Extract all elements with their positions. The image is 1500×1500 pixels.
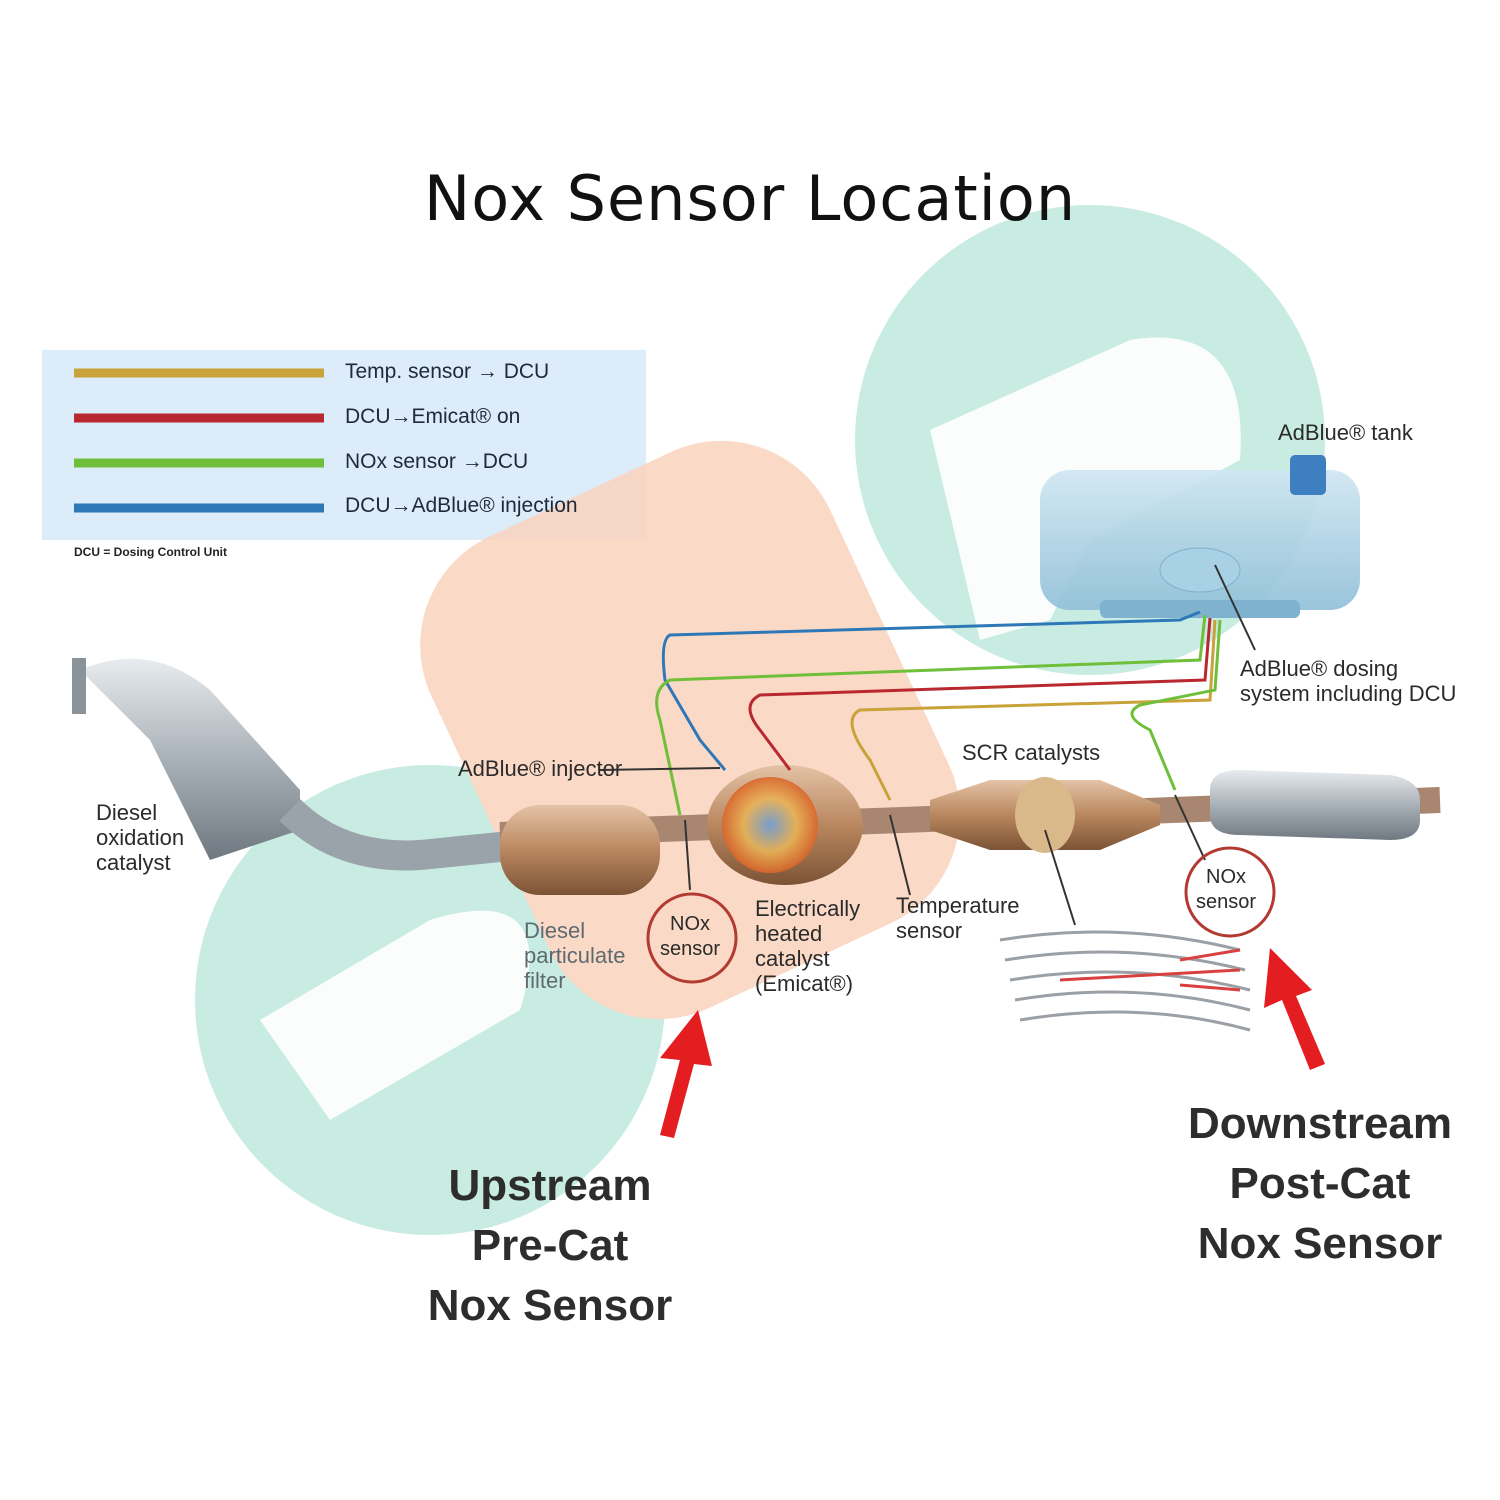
watermark-d-shape <box>260 910 530 1120</box>
label-diesel-oxidation-catalyst: Diesel oxidation catalyst <box>96 800 185 875</box>
label-diesel-particulate-filter: Diesel particulate filter <box>524 918 626 993</box>
page-title: Nox Sensor Location <box>423 162 1077 235</box>
legend-note: DCU = Dosing Control Unit <box>74 545 227 559</box>
label-adblue-injector: AdBlue® injector <box>458 756 623 781</box>
legend-label-temp: Temp. sensor → DCU <box>345 360 550 383</box>
label-adblue-tank: AdBlue® tank <box>1278 420 1413 445</box>
label-nox-sensor-upstream: NOx sensor <box>660 913 721 960</box>
downstream-arrow <box>1264 948 1325 1070</box>
label-electrically-heated-catalyst: Electrically heated catalyst (Emicat®) <box>755 896 861 996</box>
diesel-oxidation-catalyst <box>72 658 300 860</box>
wire-emicat <box>748 617 1212 771</box>
exhaust-pipe <box>279 799 522 871</box>
legend-label-nox: NOx sensor →DCU <box>345 450 529 473</box>
wire-nox-upstream <box>655 614 1207 816</box>
legend-label-adblue: DCU→AdBlue® injection <box>345 494 578 517</box>
muffler <box>1210 770 1420 840</box>
nox-sensor-downstream-circle <box>1184 846 1276 938</box>
callout-downstream: Downstream Post-Cat Nox Sensor <box>1187 1099 1453 1268</box>
label-nox-sensor-downstream: NOx sensor <box>1196 866 1257 913</box>
label-scr-catalysts: SCR catalysts <box>962 740 1101 765</box>
label-dosing-system: AdBlue® dosing system including DCU <box>1240 656 1457 706</box>
adblue-tank <box>1040 455 1360 618</box>
wire-nox-downstream <box>1130 619 1222 791</box>
scr-catalyst-detail <box>999 930 1251 1032</box>
upstream-arrow <box>660 1010 712 1138</box>
wiring-harness <box>655 610 1222 816</box>
wire-adblue-injection <box>661 610 1201 771</box>
label-temperature-sensor: Temperature sensor <box>896 893 1020 943</box>
wire-temp-sensor <box>850 619 1217 801</box>
legend-label-emicat: DCU→Emicat® on <box>345 405 521 428</box>
diesel-particulate-filter <box>500 805 660 895</box>
nox-sensor-upstream-circle <box>646 892 738 984</box>
leader-lines <box>599 564 1256 926</box>
callout-upstream: Upstream Pre-Cat Nox Sensor <box>427 1161 673 1330</box>
